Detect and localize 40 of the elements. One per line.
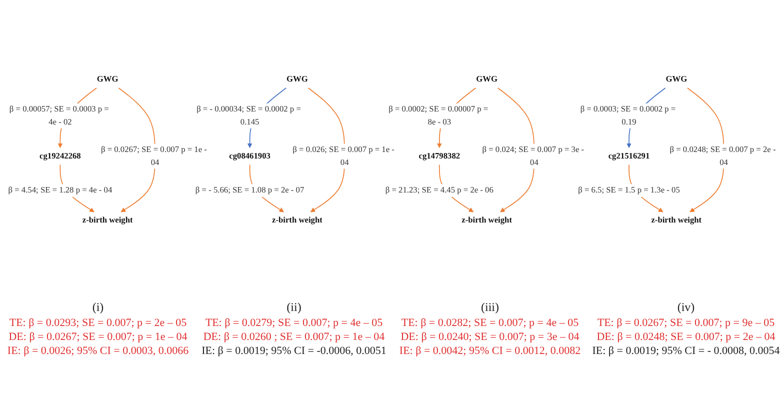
effect-note: IE: β = 0.0042; 95% CI = 0.0012, 0.0082 — [399, 345, 581, 357]
effect-note: IE: β = 0.0019; 95% CI = - 0.0008, 0.0054 — [592, 345, 780, 357]
edge-label: β = 0.00057; SE = 0.0003 p = 4e - 02 — [9, 104, 109, 126]
edge-label: β = 0.0267; SE = 0.007 p = 1e - 04 — [100, 145, 207, 167]
node-text: z-birth weight — [82, 216, 133, 225]
node-text: z-birth weight — [651, 216, 702, 225]
node-text: z-birth weight — [462, 216, 512, 225]
effect-note: DE: β = 0.0260 ; SE = 0.007; p = 1e – 04 — [203, 331, 385, 343]
panel-label: (iv) — [677, 300, 695, 315]
effect-note: DE: β = 0.0267; SE = 0.007; p = 1e – 04 — [8, 331, 188, 343]
node-text: cg14798382 — [418, 152, 460, 161]
edge-label: β = 4.54; SE = 1.28 p = 4e - 04 — [8, 186, 112, 195]
edge-label: β = - 0.00034; SE = 0.0002 p = 0.145 — [196, 104, 301, 126]
edge-label: β = 0.0003; SE = 0.0002 p = 0.19 — [580, 104, 676, 126]
edge-label: β = 0.0248; SE = 0.007 p = 2e - 04 — [670, 145, 776, 167]
effect-note: TE: β = 0.0279; SE = 0.007; p = 4e – 05 — [205, 317, 383, 329]
edge-label: β = 0.0002; SE = 0.00007 p = 8e - 03 — [388, 104, 488, 126]
node-text: cg21516291 — [608, 152, 650, 161]
effect-note: DE: β = 0.0240; SE = 0.007; p = 3e – 04 — [400, 331, 580, 343]
node-text: GWG — [286, 74, 308, 84]
panel-label: (i) — [92, 300, 104, 315]
node-text: cg08461903 — [229, 152, 270, 161]
node-text: z-birth weight — [272, 216, 322, 225]
panel-label: (iii) — [481, 300, 499, 315]
node-text: cg19242268 — [40, 152, 81, 161]
edge-label: β = - 5.66; SE = 1.08 p = 2e - 07 — [195, 186, 304, 195]
node-text: GWG — [96, 74, 118, 84]
edge-label: β = 6.5; SE = 1.5 p = 1.3e - 05 — [578, 186, 680, 195]
effect-note: DE: β = 0.0248; SE = 0.007; p = 2e – 04 — [596, 331, 776, 343]
effect-note: TE: β = 0.0267; SE = 0.007; p = 9e – 05 — [597, 317, 775, 329]
node-text: GWG — [476, 74, 498, 84]
node-text: GWG — [666, 74, 688, 84]
effect-note: TE: β = 0.0282; SE = 0.007; p = 4e – 05 — [401, 317, 579, 329]
effect-note: IE: β = 0.0019; 95% CI = -0.0006, 0.0051 — [202, 345, 386, 357]
effect-note: IE: β = 0.0026; 95% CI = 0.0003, 0.0066 — [7, 345, 189, 357]
edge-label: β = 0.026; SE = 0.007 p = 1e - 04 — [292, 145, 394, 167]
edge-label: β = 0.024; SE = 0.007 p = 3e - 04 — [482, 145, 584, 167]
edge-label: β = 21.23; SE = 4.45 p = 2e - 06 — [385, 186, 494, 195]
effect-note: TE: β = 0.0293; SE = 0.007; p = 2e – 05 — [9, 317, 187, 329]
panel-label: (ii) — [286, 300, 302, 315]
